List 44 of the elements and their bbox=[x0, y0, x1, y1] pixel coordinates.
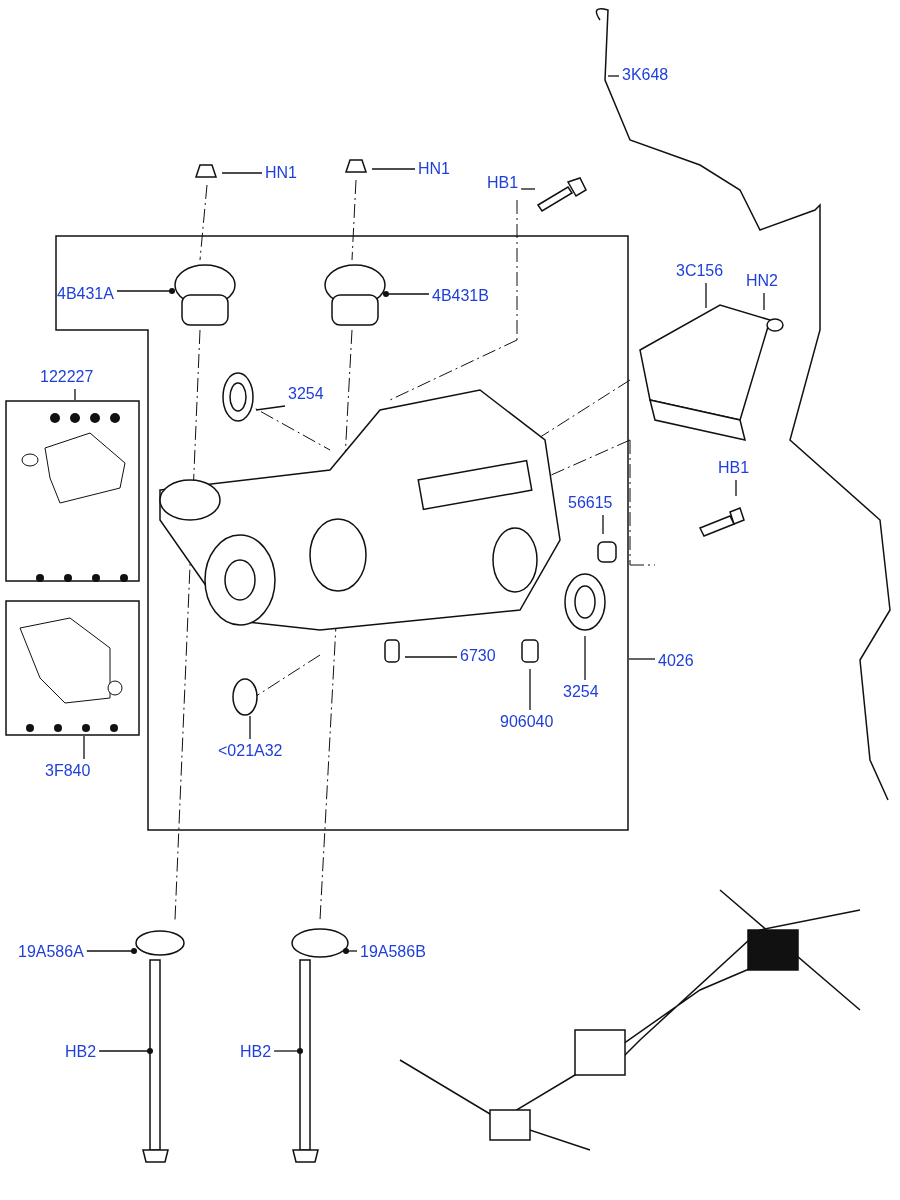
part-number: 3254 bbox=[288, 385, 324, 403]
part-number: 4B431B bbox=[432, 287, 489, 305]
part-number: 3254 bbox=[563, 683, 599, 701]
leader-line bbox=[404, 656, 458, 658]
part-number: 3F840 bbox=[45, 762, 91, 780]
part-number: HN2 bbox=[746, 272, 778, 290]
part-number: HB1 bbox=[487, 174, 519, 192]
leader-line bbox=[607, 75, 620, 77]
leader-line bbox=[116, 288, 175, 294]
leader-line bbox=[83, 735, 85, 760]
part-number: 3C156 bbox=[676, 262, 724, 280]
leader-line bbox=[602, 514, 604, 535]
part-number: 6730 bbox=[460, 647, 496, 665]
leader-line bbox=[383, 291, 430, 297]
leader-line bbox=[249, 715, 251, 740]
leader-line bbox=[763, 292, 765, 311]
leader-line bbox=[86, 948, 137, 954]
leader-line bbox=[98, 1048, 153, 1054]
leader-line bbox=[584, 635, 586, 681]
part-number: 4026 bbox=[658, 652, 694, 670]
part-number: HN1 bbox=[418, 160, 450, 178]
leader-line bbox=[371, 168, 416, 170]
part-number: 122227 bbox=[40, 368, 94, 386]
part-number: 4B431A bbox=[57, 285, 114, 303]
leader-line bbox=[343, 948, 358, 954]
part-number: 19A586B bbox=[360, 943, 426, 961]
leader-line bbox=[255, 405, 286, 411]
leader-line bbox=[705, 282, 707, 309]
leader-line bbox=[529, 668, 531, 711]
part-number: HB2 bbox=[240, 1043, 272, 1061]
leader-line bbox=[273, 1048, 303, 1054]
part-number: HB2 bbox=[65, 1043, 97, 1061]
leader-line bbox=[221, 172, 263, 174]
leader-line bbox=[520, 188, 536, 190]
part-number: HB1 bbox=[718, 459, 750, 477]
leader-line bbox=[735, 479, 737, 497]
part-number: 906040 bbox=[500, 713, 554, 731]
part-number: 56615 bbox=[568, 494, 613, 512]
part-number: HN1 bbox=[265, 164, 297, 182]
leader-line bbox=[628, 658, 656, 660]
part-number: <021A32 bbox=[218, 742, 283, 760]
part-number: 19A586A bbox=[18, 943, 84, 961]
part-number: 3K648 bbox=[622, 66, 669, 84]
leader-line bbox=[74, 388, 76, 401]
